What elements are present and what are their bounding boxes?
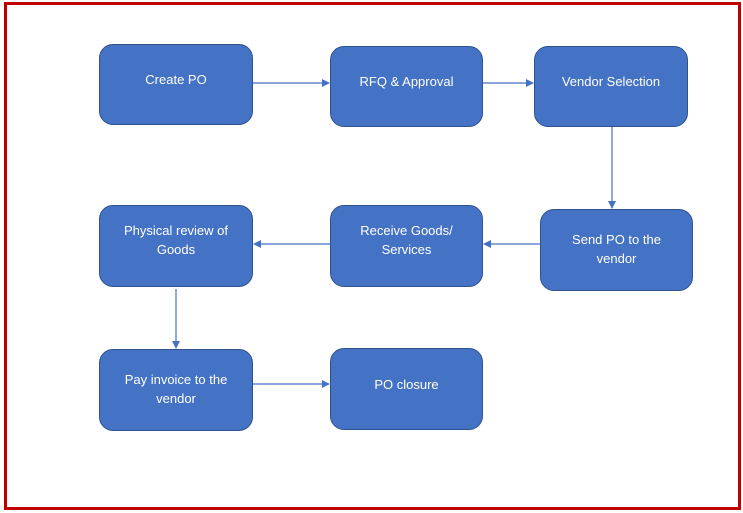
node-rfq-approval-label: RFQ & Approval [359, 74, 454, 89]
node-pay-invoice: Pay invoice to the vendor [99, 349, 253, 431]
node-create-po-label: Create PO [145, 72, 207, 87]
node-receive-goods-label: Receive Goods/ Services [360, 223, 453, 257]
node-rfq-approval: RFQ & Approval [330, 46, 483, 127]
node-receive-goods: Receive Goods/ Services [330, 205, 483, 287]
node-create-po: Create PO [99, 44, 253, 125]
node-send-po-label: Send PO to the vendor [572, 232, 661, 266]
node-physical-review-label: Physical review of Goods [123, 223, 229, 257]
node-physical-review: Physical review of Goods [99, 205, 253, 287]
node-pay-invoice-label: Pay invoice to the vendor [124, 372, 228, 406]
node-send-po: Send PO to the vendor [540, 209, 693, 291]
node-po-closure: PO closure [330, 348, 483, 430]
node-vendor-selection-label: Vendor Selection [561, 74, 661, 89]
node-vendor-selection: Vendor Selection [534, 46, 688, 127]
node-po-closure-label: PO closure [374, 376, 439, 392]
